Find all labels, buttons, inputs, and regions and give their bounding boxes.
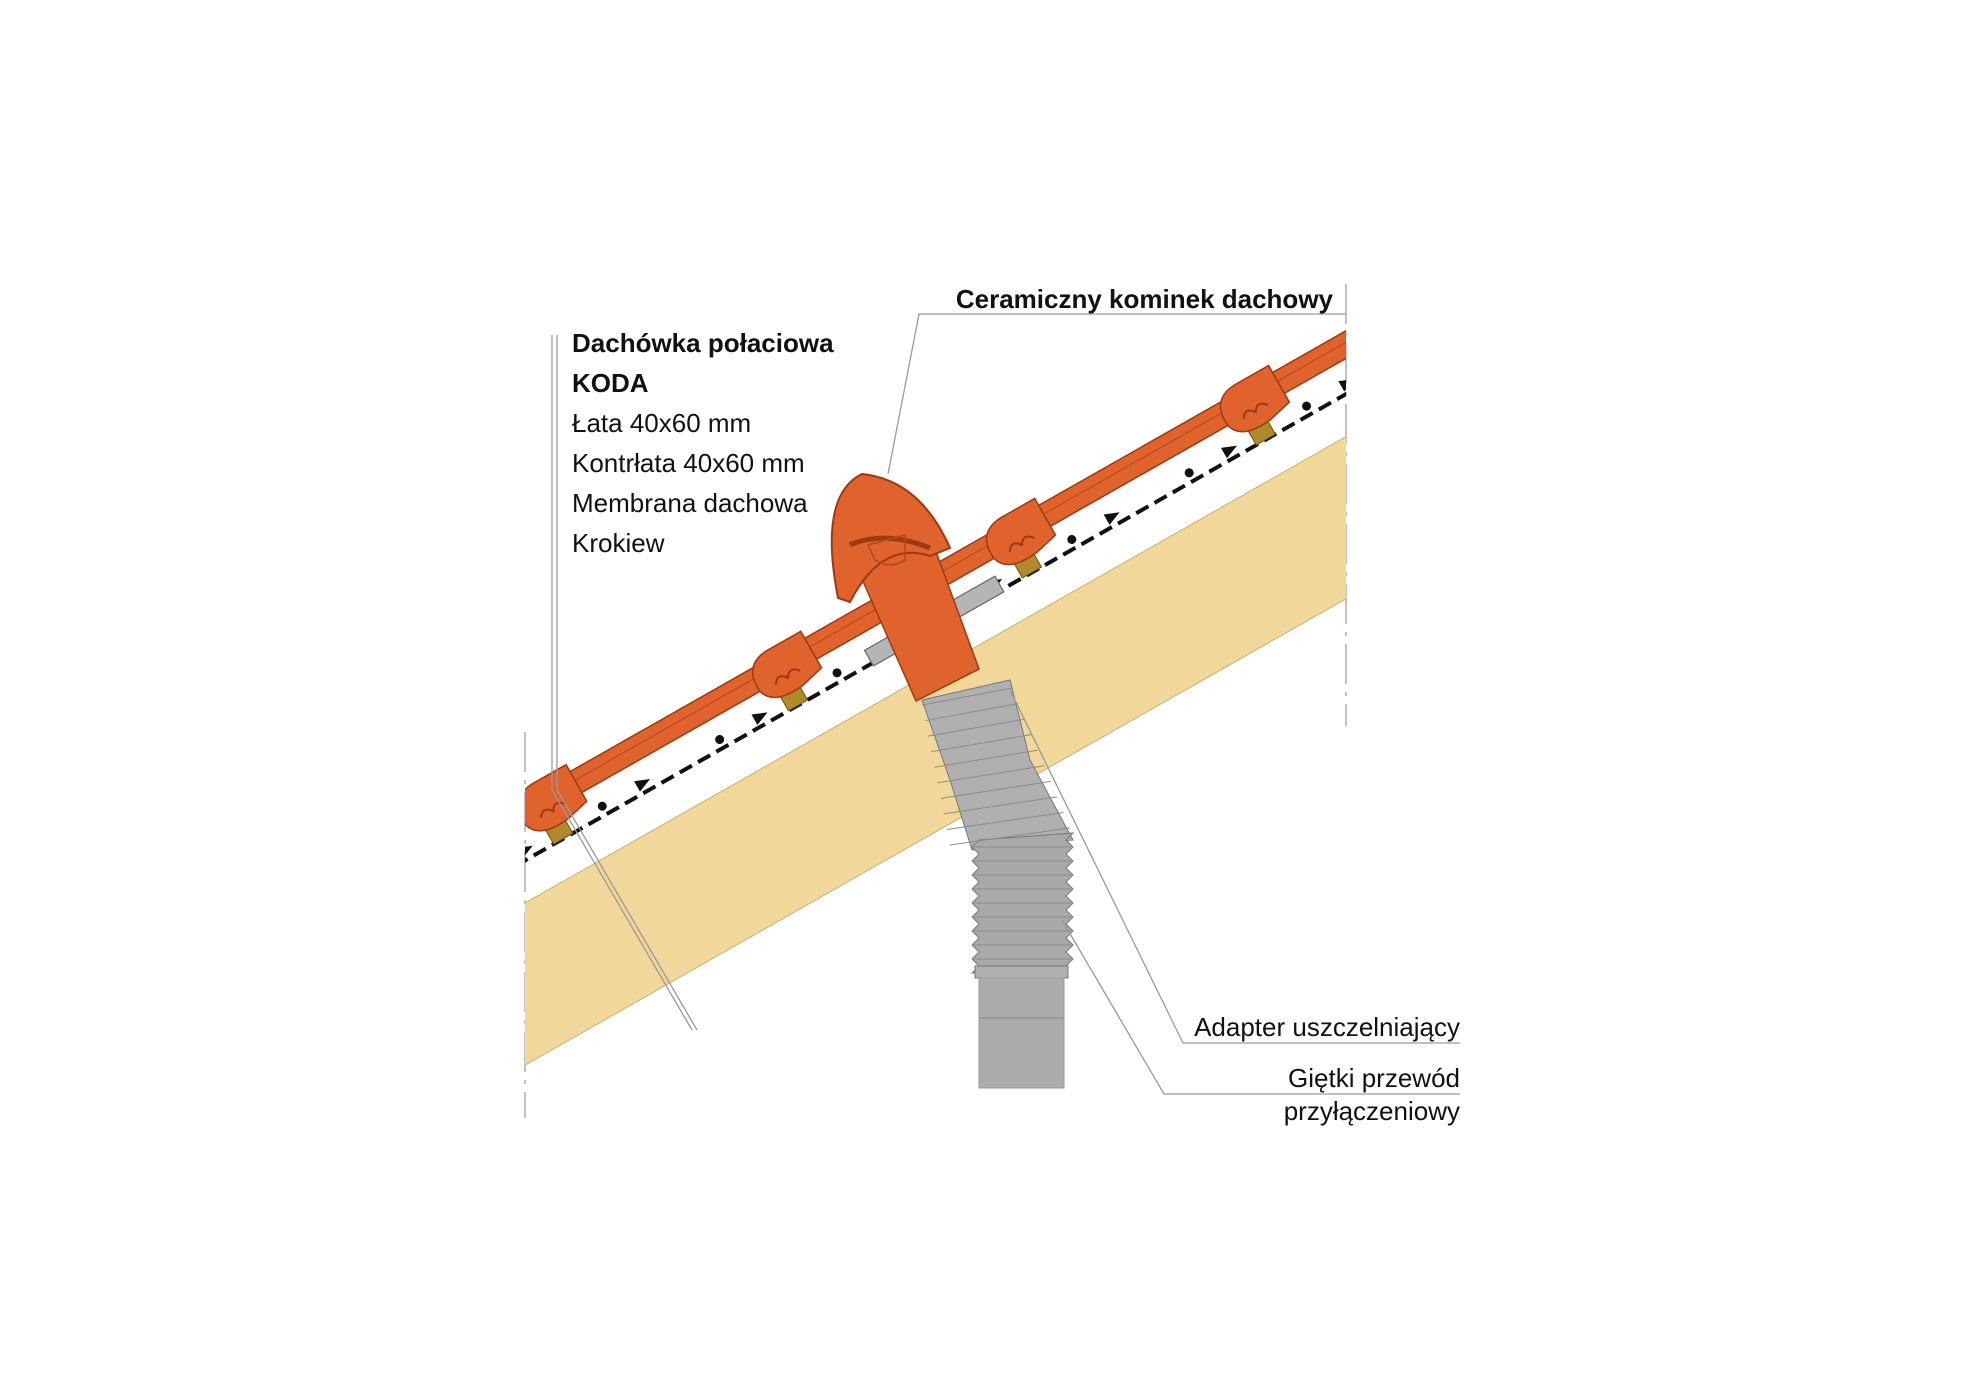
label-adapter: Adapter uszczelniający: [1194, 1012, 1460, 1042]
vent-dot-white: [1146, 491, 1155, 500]
tile-hump-detail: [1008, 535, 1035, 552]
vent-dot-black: [1418, 333, 1430, 345]
vent-dot-white: [342, 945, 353, 956]
hose-rib: [925, 703, 1019, 722]
vent-dot-black: [1184, 468, 1194, 478]
vent-dot-white: [323, 956, 334, 967]
vent-dot-white: [1497, 290, 1508, 301]
airflow-arrow: [399, 907, 418, 925]
hose-rib: [934, 749, 1038, 768]
hose-rib: [943, 796, 1058, 815]
vent-dot-white: [459, 879, 470, 890]
vent-dot-black: [597, 801, 607, 811]
vent-dot-black: [479, 867, 491, 879]
label-chimney: Ceramiczny kominek dachowy: [956, 284, 1334, 314]
hose-rib: [928, 718, 1025, 737]
tile-hump: [985, 497, 1057, 566]
label-hose-line2: przyłączeniowy: [1284, 1096, 1460, 1126]
hose-rib: [937, 765, 1045, 784]
vent-dot-black: [715, 735, 725, 745]
hose-rib: [946, 811, 1064, 830]
airflow-arrow: [1103, 512, 1120, 525]
hose-rib: [949, 827, 1071, 846]
batten: [310, 950, 339, 977]
label-tile: Dachówka połaciowa: [572, 328, 834, 358]
label-hose-line1: Giętki przewód: [1288, 1063, 1460, 1093]
vent-dot-black: [361, 933, 373, 945]
label-batten: Łata 40x60 mm: [572, 408, 751, 438]
vent-dot-white: [1516, 279, 1527, 290]
vent-cap-detail: [866, 534, 906, 566]
label-tile-model: KODA: [572, 368, 649, 398]
vent-dot-black: [1067, 534, 1077, 544]
vent-dot-white: [695, 746, 704, 755]
connection-pipe: [978, 977, 1065, 1089]
vent-dot-white: [1047, 546, 1056, 555]
tile-hump-detail: [774, 668, 801, 685]
leader-layers: [551, 335, 693, 1031]
hose-coupling: [974, 965, 1069, 979]
vent-dot-white: [578, 813, 587, 822]
airflow-arrow: [1220, 445, 1238, 459]
vent-dot-white: [1165, 480, 1174, 489]
hose-rib: [921, 687, 1013, 706]
tile-hump-detail: [1242, 402, 1269, 419]
label-counter-batten: Kontrłata 40x60 mm: [572, 448, 805, 478]
airflow-arrow: [1456, 307, 1475, 325]
vent-dot-white: [1379, 356, 1390, 367]
tile-hump: [1219, 364, 1291, 433]
airflow-arrow: [1573, 240, 1592, 258]
airflow-arrow: [1338, 378, 1346, 392]
vent-dot-white: [1398, 345, 1409, 356]
vent-dot-white: [440, 890, 451, 901]
leader-layers-2: [556, 335, 698, 1031]
vent-dot-black: [1302, 401, 1312, 411]
leader-adapter: [1009, 689, 1460, 1044]
ceramic-roof-vent: [830, 472, 980, 703]
airflow-arrow: [634, 779, 651, 792]
tile-hump: [525, 763, 588, 832]
airflow-arrow: [751, 712, 768, 725]
leader-chimney: [887, 313, 1346, 475]
leader-hose: [1061, 919, 1460, 1095]
vent-cap-rim: [849, 535, 931, 551]
vent-dot-black: [1535, 267, 1547, 279]
tile-humps: [275, 364, 1291, 973]
hose-rib: [940, 780, 1051, 799]
tile-hump-detail: [304, 933, 331, 951]
label-membrane: Membrana dachowa: [572, 488, 808, 518]
label-rafter: Krokiew: [572, 528, 665, 558]
vent-dot-black: [832, 668, 842, 678]
hose-rib: [931, 734, 1032, 753]
tile-hump: [275, 898, 356, 973]
airflow-arrow: [525, 845, 533, 859]
tile-hump: [752, 630, 823, 699]
flexible-hose: [921, 679, 1075, 1089]
vent-dot-white: [1282, 413, 1291, 422]
vent-dot-white: [676, 757, 685, 766]
vent-dot-white: [813, 680, 822, 689]
